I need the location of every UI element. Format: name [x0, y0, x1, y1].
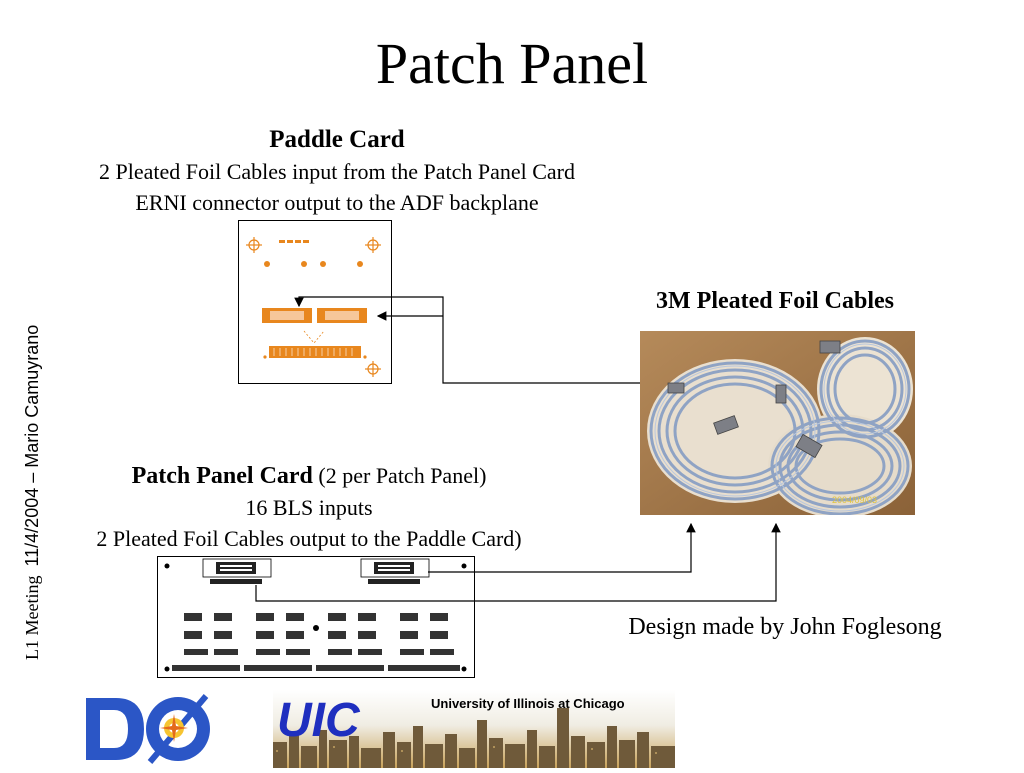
paddle-card-line-1: 2 Pleated Foil Cables input from the Pat…: [99, 159, 575, 184]
date-author-label: 11/4/2004 – Mario Camuyrano: [22, 324, 42, 567]
photo-date-stamp: 2004/09/03: [832, 495, 877, 505]
paddle-card-diagram: [238, 220, 392, 384]
patch-panel-card-description: Patch Panel Card (2 per Patch Panel) 16 …: [40, 460, 578, 554]
paddle-card-description: Paddle Card 2 Pleated Foil Cables input …: [40, 124, 634, 218]
patch-panel-card-line-1: 16 BLS inputs: [245, 495, 373, 520]
paddle-card-drawing: [246, 237, 381, 377]
d0-logo: [80, 690, 218, 768]
slide-title: Patch Panel: [375, 31, 649, 96]
meeting-label: L1 Meeting: [22, 575, 42, 660]
uic-logo: UIC University of Illinois at Chicago: [273, 690, 675, 768]
patch-panel-card-note: (2 per Patch Panel): [318, 463, 487, 488]
paddle-card-heading: Paddle Card: [269, 126, 405, 153]
patch-panel-card-drawing: [164, 558, 467, 672]
patch-panel-card-heading: Patch Panel Card: [131, 463, 313, 489]
uic-letters: UIC: [277, 694, 361, 747]
design-credit: Design made by John Foglesong: [628, 614, 942, 640]
patch-panel-card-diagram: [157, 556, 475, 678]
uic-banner-image: UIC University of Illinois at Chicago: [273, 690, 675, 768]
patch-panel-card-heading-line: Patch Panel Card (2 per Patch Panel): [40, 460, 578, 492]
cables-heading: 3M Pleated Foil Cables: [656, 288, 894, 314]
paddle-card-line-2: ERNI connector output to the ADF backpla…: [135, 190, 539, 215]
patch-panel-card-line-2: 2 Pleated Foil Cables output to the Padd…: [96, 526, 522, 551]
cable-photo: 2004/09/03: [640, 331, 915, 518]
uic-banner-text: University of Illinois at Chicago: [431, 696, 625, 711]
d0-logo-image: [80, 690, 218, 768]
pleated-foil-cables-image: 2004/09/03: [640, 331, 915, 518]
